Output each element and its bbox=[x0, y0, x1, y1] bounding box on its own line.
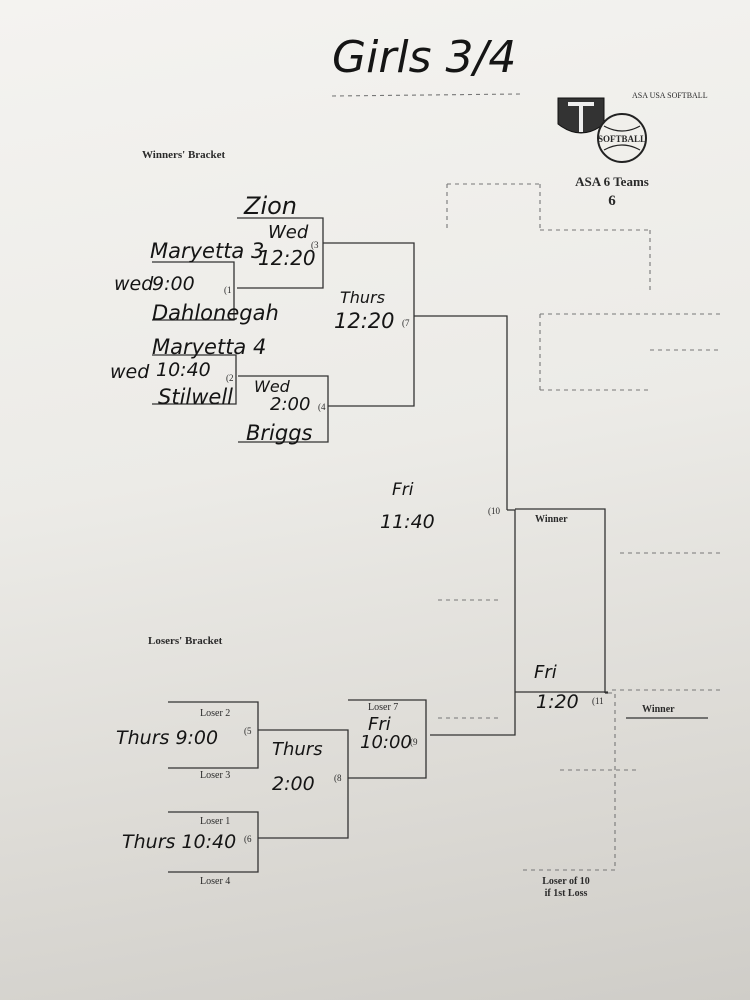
logo-faded-text: ASA USA SOFTBALL bbox=[632, 91, 708, 100]
faded-bleedthrough-lines-2 bbox=[438, 552, 722, 771]
game8-time: 2:00 bbox=[272, 773, 315, 795]
game9-number: (9 bbox=[410, 737, 418, 747]
game4-time: 2:00 bbox=[270, 394, 310, 415]
if-game-label-1: Loser of 10 bbox=[542, 876, 590, 887]
game6-bracket bbox=[168, 811, 259, 873]
game3-bracket bbox=[237, 217, 324, 289]
game6-top: Loser 1 bbox=[200, 816, 230, 827]
game6-day-time: Thurs 10:40 bbox=[122, 831, 236, 853]
if-game-bracket bbox=[520, 692, 616, 871]
game10-bracket bbox=[414, 315, 516, 736]
game2-team-bottom: Stilwell bbox=[158, 385, 233, 409]
game7-number: (7 bbox=[402, 318, 410, 328]
game10-day: Fri bbox=[392, 480, 414, 500]
logo-caption: ASA 6 Teams bbox=[575, 174, 649, 189]
game1-number: (1 bbox=[224, 285, 232, 295]
game5-bottom: Loser 3 bbox=[200, 770, 230, 781]
game2-number: (2 bbox=[226, 373, 234, 383]
game9-day: Fri bbox=[368, 714, 391, 735]
game1-team-bottom: Dahlonegah bbox=[152, 301, 279, 325]
game10-time: 11:40 bbox=[380, 511, 435, 533]
if-game-label-2: if 1st Loss bbox=[545, 888, 588, 899]
game5-bracket bbox=[168, 701, 259, 769]
game8-day: Thurs bbox=[272, 739, 323, 760]
game3-time: 12:20 bbox=[258, 246, 316, 270]
game3-number: (3 bbox=[311, 240, 319, 250]
logo-text: SOFTBALL bbox=[598, 134, 646, 144]
game1-time: 9:00 bbox=[152, 273, 195, 295]
game9-top: Loser 7 bbox=[368, 702, 398, 713]
game4-bracket bbox=[238, 375, 329, 443]
game6-bottom: Loser 4 bbox=[200, 876, 230, 887]
game10-number: (10 bbox=[488, 506, 500, 516]
game6-number: (6 bbox=[244, 834, 252, 844]
game7-bracket bbox=[323, 242, 415, 407]
logo-number: 6 bbox=[608, 193, 616, 209]
champion-label: Winner bbox=[642, 704, 675, 715]
game4-day: Wed bbox=[254, 377, 291, 396]
winners-bracket-label: Winners' Bracket bbox=[142, 149, 226, 161]
winner-label-10: Winner bbox=[535, 514, 568, 525]
title-underline bbox=[331, 93, 521, 97]
game1-team-top: Maryetta 3 bbox=[150, 239, 264, 263]
game11-time: 1:20 bbox=[536, 691, 579, 713]
game11-number: (11 bbox=[592, 696, 604, 706]
game8-bracket bbox=[258, 729, 349, 839]
game2-team-top: Maryetta 4 bbox=[152, 335, 266, 359]
game3-day: Wed bbox=[268, 222, 309, 243]
asa-usa-softball-logo: SOFTBALL ASA USA SOFTBALL bbox=[557, 91, 708, 163]
game4-team-bottom: Briggs bbox=[246, 421, 313, 445]
faded-bleedthrough-lines bbox=[446, 183, 720, 391]
game5-top: Loser 2 bbox=[200, 708, 230, 719]
game5-day-time: Thurs 9:00 bbox=[116, 727, 218, 749]
game7-time: 12:20 bbox=[334, 309, 395, 333]
sheet-title: Girls 3/4 bbox=[332, 32, 516, 83]
game2-time: 10:40 bbox=[156, 359, 211, 381]
game11-day: Fri bbox=[534, 662, 557, 683]
game4-number: (4 bbox=[318, 402, 326, 412]
game7-day: Thurs bbox=[340, 288, 385, 307]
game2-day: wed bbox=[110, 361, 150, 383]
game5-number: (5 bbox=[244, 726, 252, 736]
game1-day: wed bbox=[114, 273, 154, 295]
game9-bracket bbox=[348, 699, 427, 779]
winner-line bbox=[515, 508, 608, 694]
softball-icon bbox=[597, 113, 647, 163]
game3-team-top: Zion bbox=[243, 192, 297, 220]
losers-bracket-label: Losers' Bracket bbox=[148, 635, 223, 647]
game2-bracket bbox=[152, 354, 237, 405]
game1-bracket bbox=[152, 261, 235, 321]
game9-time: 10:00 bbox=[360, 732, 412, 753]
game8-number: (8 bbox=[334, 773, 342, 783]
